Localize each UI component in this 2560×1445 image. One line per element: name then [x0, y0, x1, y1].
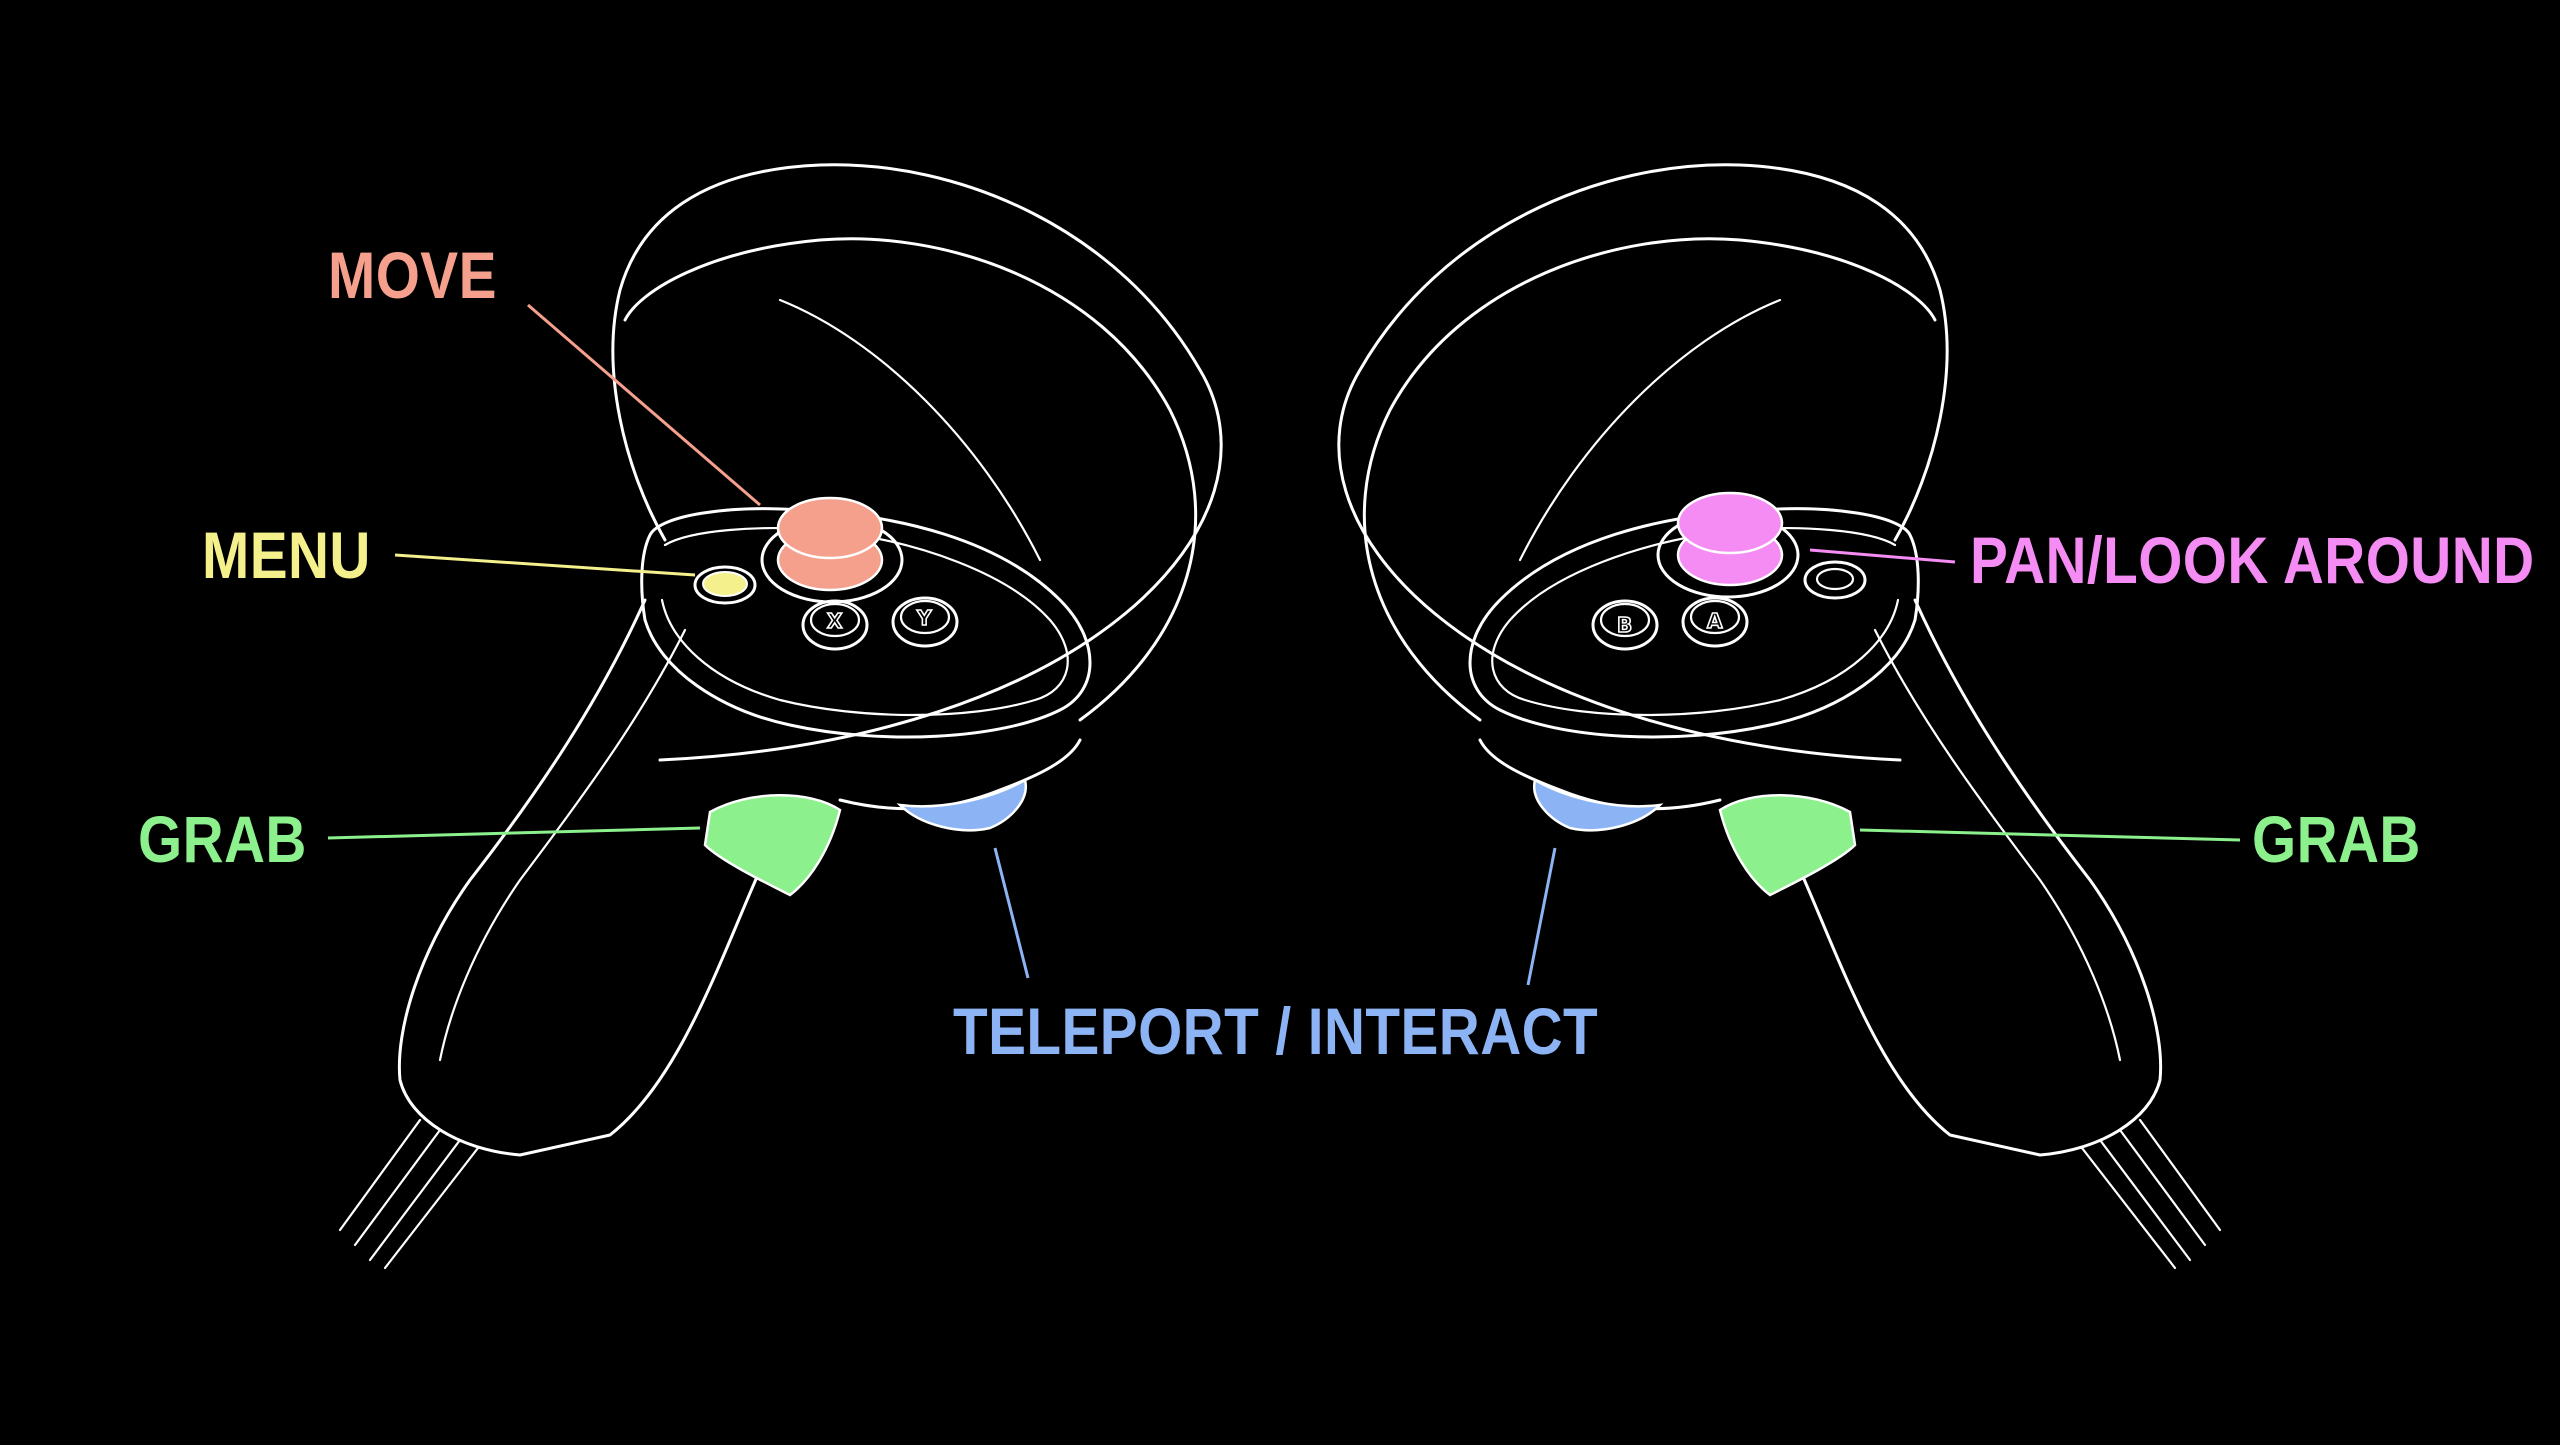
grab-right-callout-line [1859, 828, 2241, 842]
left-x-button-label: X [827, 609, 843, 633]
left-grip-button[interactable] [703, 794, 842, 897]
right-a-button-label: A [1707, 609, 1723, 633]
grab-right-label: GRAB [2252, 802, 2421, 876]
right-trigger-button[interactable] [1532, 778, 1664, 832]
left-handle-inner [438, 628, 687, 1062]
right-oculus-button[interactable] [1803, 560, 1867, 600]
right-b-button[interactable] [1591, 599, 1659, 651]
left-cable [338, 1118, 480, 1270]
right-b-button-label: B [1617, 613, 1632, 637]
left-trigger-housing [838, 738, 1082, 811]
grab-left-label: GRAB [138, 802, 307, 876]
right-tracking-ring-outer [1337, 163, 1949, 762]
pan-label: PAN/LOOK AROUND [1970, 523, 2535, 597]
right-grip-button[interactable] [1718, 794, 1857, 897]
right-handle-inner [1873, 628, 2122, 1062]
right-tracking-ring-inner [1362, 237, 1937, 722]
menu-callout-line [394, 553, 696, 577]
left-y-button-label: Y [916, 606, 932, 630]
left-tracking-ring-outer [611, 163, 1223, 762]
left-x-button[interactable]: X [801, 599, 869, 651]
left-controller: X Y [338, 163, 1223, 1270]
pan-callout-line [1809, 548, 1956, 564]
left-tracking-ring-inner [623, 237, 1198, 722]
teleport-label: TELEPORT / INTERACT [953, 994, 1599, 1068]
move-label: MOVE [328, 238, 497, 312]
left-thumbstick[interactable] [760, 496, 904, 604]
right-ring-inner-edge [1518, 298, 1782, 562]
menu-label: MENU [202, 518, 371, 592]
teleport-left-callout-line [993, 847, 1030, 979]
right-thumbstick[interactable] [1656, 491, 1800, 599]
move-callout-line [527, 303, 761, 507]
left-menu-button[interactable] [693, 565, 757, 605]
right-handle [1798, 598, 2163, 1157]
left-trigger-button[interactable] [896, 778, 1028, 832]
left-handle [397, 598, 762, 1157]
left-ring-inner-edge [778, 298, 1042, 562]
right-a-button[interactable] [1681, 596, 1749, 648]
right-controller [1337, 163, 2222, 1270]
teleport-right-callout-line [1526, 847, 1557, 986]
grab-left-callout-line [327, 826, 701, 840]
left-y-button[interactable]: Y [891, 596, 959, 648]
right-trigger-housing [1478, 738, 1722, 811]
right-cable [2080, 1118, 2222, 1270]
